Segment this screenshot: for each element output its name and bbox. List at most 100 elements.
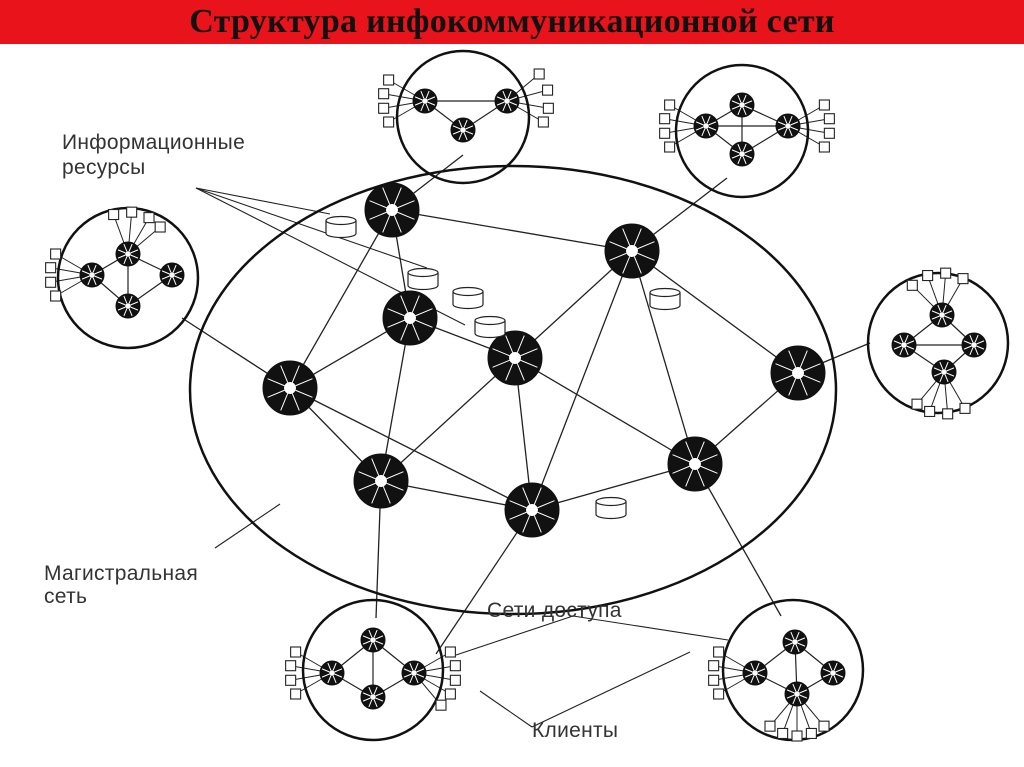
access-node-icon (775, 113, 801, 139)
backbone-link (531, 250, 633, 511)
client-terminal-icon (911, 398, 923, 410)
client-terminal-icon (50, 248, 62, 260)
client-terminal-icon (143, 212, 155, 224)
client-terminal-icon (664, 99, 676, 111)
network-boundaries (56, 49, 1010, 742)
access-boundary-bottom-left (301, 598, 445, 742)
access-node-icon (931, 359, 957, 385)
client-terminal-icon (823, 127, 835, 139)
backbone-boundary (188, 164, 838, 616)
backbone-link (289, 209, 393, 389)
backbone-node-icon (353, 453, 409, 509)
database-icon (595, 496, 627, 520)
backbone-node-icon (604, 223, 660, 279)
access-node-icon (401, 660, 427, 686)
label-info-resources-1: Информационные (62, 131, 246, 154)
title-bar (0, 0, 1024, 44)
leader-line (479, 690, 533, 728)
client-terminal-icon (818, 720, 830, 732)
backbone-node-icon (364, 182, 420, 238)
leader-line (195, 187, 331, 215)
backbone-link (631, 250, 696, 465)
client-terminal-icon (378, 88, 390, 100)
database-icon (452, 286, 484, 310)
client-terminal-icon (818, 141, 830, 153)
leader-line (195, 187, 428, 269)
access-node-icon (159, 262, 185, 288)
client-terminal-icon (449, 660, 461, 672)
database-icon (649, 287, 681, 311)
client-terminal-icon (959, 402, 971, 414)
label-backbone-1: Магистральная (44, 562, 199, 585)
client-terminal-icon (659, 113, 671, 125)
label-info-resources-2: ресурсы (62, 156, 146, 179)
access-node-icon (782, 629, 808, 655)
backbone-link (514, 357, 696, 465)
client-terminal-icon (957, 273, 969, 285)
access-node-icon (450, 117, 476, 143)
client-terminal-icon (449, 674, 461, 686)
client-terminal-icon (45, 262, 57, 274)
client-terminal-icon (791, 730, 803, 742)
network-links (50, 73, 975, 736)
client-terminal-icon (940, 267, 952, 279)
client-terminal-icon (285, 674, 297, 686)
access-node-icon (693, 113, 719, 139)
access-boundary-right (866, 271, 1010, 415)
backbone-link (380, 317, 411, 482)
client-terminal-icon (108, 208, 120, 221)
access-node-icon (929, 302, 955, 328)
network-elements (45, 68, 987, 742)
client-terminal-icon (823, 113, 835, 125)
client-terminal-icon (906, 279, 918, 291)
client-terminal-icon (533, 68, 545, 80)
access-node-icon (742, 660, 768, 686)
client-terminal-icon (444, 646, 456, 658)
access-node-icon (360, 627, 386, 653)
backbone-link (289, 387, 533, 511)
label-clients: Клиенты (532, 719, 619, 742)
database-icon (407, 267, 439, 291)
access-link (435, 509, 533, 655)
client-terminal-icon (537, 116, 549, 128)
access-node-icon (79, 262, 105, 288)
client-terminal-icon (942, 408, 954, 420)
client-terminal-icon (764, 720, 776, 732)
backbone-link (631, 250, 799, 374)
label-backbone-2: сеть (44, 585, 88, 608)
client-terminal-icon (50, 290, 62, 302)
client-terminal-icon (290, 688, 302, 700)
client-terminal-icon (708, 660, 720, 672)
access-node-icon (820, 660, 846, 686)
access-node-icon (784, 681, 810, 707)
client-terminal-icon (542, 84, 554, 96)
client-terminal-icon (290, 646, 302, 658)
client-terminal-icon (378, 102, 390, 114)
client-terminal-icon (708, 674, 720, 686)
access-boundary-top-center (395, 49, 531, 185)
backbone-link (531, 463, 696, 511)
page-title: Структура инфокоммуникационной сети (189, 3, 835, 40)
access-node-icon (891, 332, 917, 358)
access-boundary-top-right (674, 63, 810, 199)
backbone-node-icon (262, 360, 318, 416)
leader-line (531, 651, 691, 728)
client-terminal-icon (924, 405, 936, 418)
client-terminal-icon (542, 102, 554, 114)
database-icon (325, 215, 357, 239)
client-terminal-icon (435, 699, 447, 711)
backbone-link (380, 357, 516, 482)
access-link (694, 463, 782, 617)
backbone-node-icon (504, 482, 560, 538)
client-terminal-icon (383, 116, 395, 128)
access-node-icon (961, 332, 987, 358)
access-node-icon (319, 660, 345, 686)
backbone-node-icon (487, 330, 543, 386)
client-terminal-icon (126, 206, 138, 218)
client-terminal-icon (664, 141, 676, 153)
client-terminal-icon (444, 688, 456, 700)
label-access-networks: Сети доступа (487, 599, 622, 622)
backbone-node-icon (770, 345, 826, 401)
client-terminal-icon (922, 269, 934, 282)
